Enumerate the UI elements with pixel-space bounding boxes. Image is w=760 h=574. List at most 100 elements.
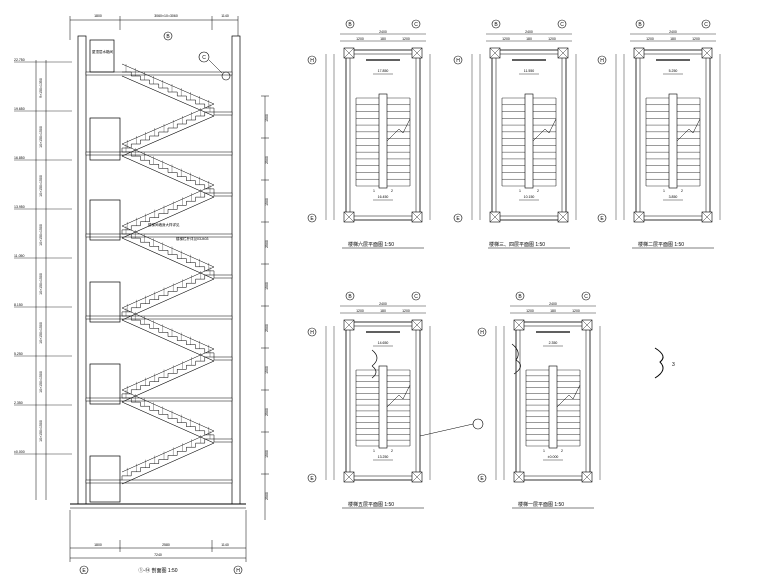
floor-slab [85,315,233,320]
svg-text:2: 2 [391,449,393,453]
section-caption: ①-⑭ 剖面图 1:50 [138,567,177,574]
stair-flight-pair [121,389,233,485]
svg-text:B: B [166,34,170,40]
svg-text:1140: 1140 [221,14,229,18]
svg-text:1: 1 [373,189,375,193]
plan-axis-label: C [704,22,708,28]
right-dim-label: 2500 [265,324,269,332]
svg-text:H: H [456,58,460,64]
svg-text:2: 2 [391,189,393,193]
plan-elev-top: 11.550 [524,69,534,73]
svg-text:E: E [310,216,314,222]
plan-elev-top: 2.350 [549,341,558,345]
plan-axis-label: B [348,22,352,28]
svg-text:H: H [236,568,240,574]
level-mark: ±0.000 [14,450,72,455]
plan-elev-top: 14.650 [378,341,389,345]
svg-text:E: E [310,476,314,482]
svg-text:1200: 1200 [572,309,580,313]
plan-axis-label: C [584,294,588,300]
svg-text:3: 3 [672,362,675,368]
svg-text:11.050: 11.050 [14,254,24,258]
svg-text:13.950: 13.950 [14,205,25,209]
plan-axis-label: C [414,294,418,300]
right-dim-label: 2500 [265,408,269,416]
plan-elev-bot: 3.850 [669,195,678,199]
svg-text:1200: 1200 [548,37,556,41]
svg-text:180: 180 [526,37,532,41]
svg-text:10×150=1500: 10×150=1500 [39,420,43,442]
floor-slab [85,71,233,76]
right-dim-label: 1500 [265,366,269,374]
svg-text:2: 2 [681,189,683,193]
plan-caption: 楼梯二层平面图 1:50 [638,241,684,248]
svg-text:1200: 1200 [646,37,654,41]
svg-text:5.250: 5.250 [14,352,23,356]
plan-total-dim: 2400 [549,302,557,306]
plan-elev-top: 5.250 [669,69,678,73]
section-stair-flights [121,63,233,485]
section-mid-note-2: 楼梯栏杆详见03J403 [176,236,209,241]
svg-text:180: 180 [670,37,676,41]
svg-text:2: 2 [561,449,563,453]
stair-flight-pair [121,225,233,321]
section-roof-note: 屋顶层水箱间 [92,49,113,54]
svg-text:7240: 7240 [154,553,162,557]
svg-text:10×150=1500: 10×150=1500 [39,175,43,197]
svg-text:1: 1 [543,449,545,453]
plan-total-dim: 2400 [379,302,387,306]
side-mark: 3 [654,347,675,379]
section-top-dimensions: 1800 3060×10=3060 1140 [69,14,239,40]
svg-text:16.850: 16.850 [14,156,25,160]
plan-elev-top: 17.850 [378,69,389,73]
svg-text:180: 180 [380,309,386,313]
floor-slab [85,479,233,484]
section-axis-top: B [163,31,173,41]
plan-axis-label: B [518,294,522,300]
plan-caption: 楼梯六层平面图 1:50 [348,241,394,248]
svg-text:1: 1 [519,189,521,193]
plan-total-dim: 2400 [669,30,677,34]
right-dim-label: 1500 [265,282,269,290]
svg-text:10×150=1500: 10×150=1500 [39,126,43,148]
svg-text:1200: 1200 [356,309,364,313]
plan-caption: 楼梯三、四层平面图 1:50 [489,241,545,248]
stair-flight-pair [121,307,233,403]
svg-text:10×150=1500: 10×150=1500 [39,224,43,246]
svg-text:E: E [456,216,460,222]
floor-slab [85,397,233,402]
plan-axis-label: B [638,22,642,28]
plan-total-dim: 2400 [379,30,387,34]
svg-text:H: H [480,330,484,336]
right-dim-label: 2500 [265,240,269,248]
svg-text:H: H [600,58,604,64]
level-mark: 13.950 10×150=1500 [14,205,72,246]
svg-text:1800: 1800 [94,543,102,547]
svg-text:2580: 2580 [162,543,170,547]
svg-text:1200: 1200 [526,309,534,313]
plan-total-dim: 2400 [525,30,533,34]
svg-text:180: 180 [380,37,386,41]
stair-flight-pair [121,143,233,239]
svg-text:1: 1 [373,449,375,453]
svg-text:10×150=1500: 10×150=1500 [39,273,43,295]
svg-text:±0.000: ±0.000 [14,450,25,454]
svg-text:9×150=1350: 9×150=1350 [39,78,43,98]
level-mark: 16.850 10×150=1500 [14,156,72,197]
section-floor-slabs [85,71,233,484]
stair-section-view: B 1800 3060×10=3060 1140 [14,14,269,574]
svg-text:1200: 1200 [402,37,410,41]
section-left-levels: 22.7509×150=135019.65010×150=150016.8501… [14,58,72,500]
plan-door-swings [371,343,521,437]
plan-elev-bot: 10.150 [524,195,535,199]
plan-axis-label: B [494,22,498,28]
plan-elev-bot: ±0.000 [548,455,559,459]
